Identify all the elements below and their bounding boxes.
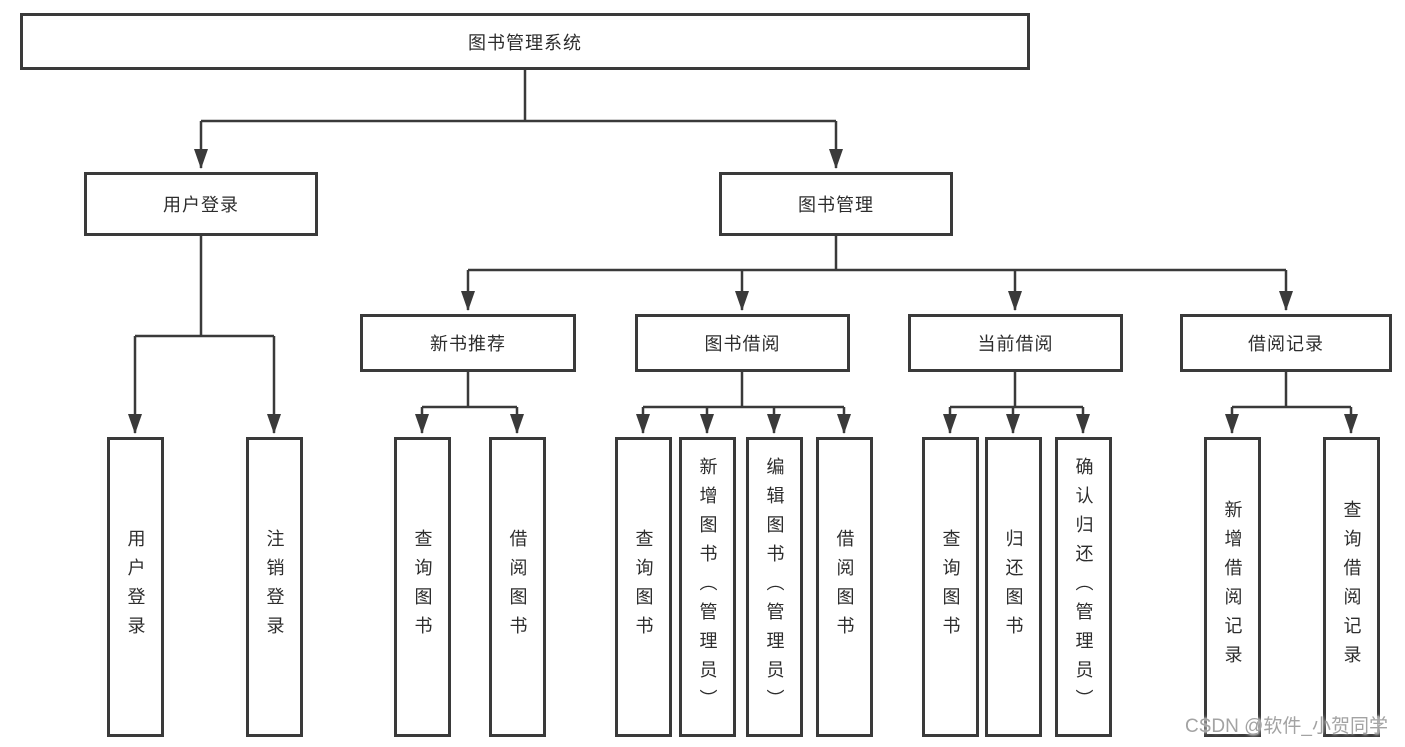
- connector-recommend-to-leaves: [415, 372, 524, 434]
- connector-current-to-leaves: [943, 372, 1090, 434]
- node-library-system: 图书管理系统: [20, 13, 1030, 70]
- leaf-edit-book-admin: 编辑图书（管理员）: [746, 437, 803, 737]
- connector-root-to-level2: [194, 69, 843, 169]
- connector-borrow-to-leaves: [636, 372, 851, 434]
- node-current-borrow: 当前借阅: [908, 314, 1123, 372]
- leaf-borrow-book-recommend: 借阅图书: [489, 437, 546, 737]
- connector-record-to-leaves: [1225, 372, 1358, 434]
- leaf-return-book: 归还图书: [985, 437, 1042, 737]
- node-new-book-recommend: 新书推荐: [360, 314, 576, 372]
- watermark-csdn: CSDN @软件_小贺同学: [1185, 716, 1388, 737]
- connector-login-to-leaves: [128, 236, 281, 434]
- leaf-query-book-recommend: 查询图书: [394, 437, 451, 737]
- leaf-query-book-current: 查询图书: [922, 437, 979, 737]
- leaf-add-borrow-record: 新增借阅记录: [1204, 437, 1261, 737]
- node-borrow-record: 借阅记录: [1180, 314, 1392, 372]
- leaf-add-book-admin: 新增图书（管理员）: [679, 437, 736, 737]
- leaf-logout-login: 注销登录: [246, 437, 303, 737]
- leaf-confirm-return-admin: 确认归还（管理员）: [1055, 437, 1112, 737]
- node-book-management: 图书管理: [719, 172, 953, 236]
- node-book-borrow: 图书借阅: [635, 314, 850, 372]
- leaf-borrow-book: 借阅图书: [816, 437, 873, 737]
- node-user-login: 用户登录: [84, 172, 318, 236]
- connector-management-to-level3: [461, 236, 1293, 311]
- leaf-user-login: 用户登录: [107, 437, 164, 737]
- leaf-query-borrow-record: 查询借阅记录: [1323, 437, 1380, 737]
- leaf-query-book-borrow: 查询图书: [615, 437, 672, 737]
